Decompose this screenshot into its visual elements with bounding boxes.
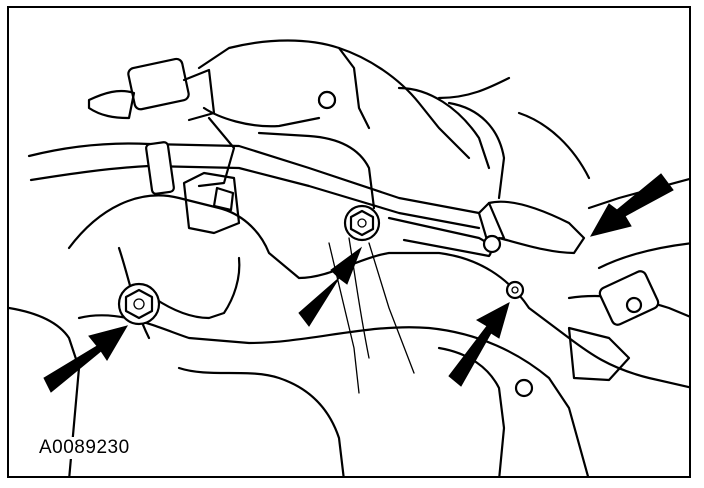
throttle-cable xyxy=(27,116,586,258)
center-bolt xyxy=(343,204,381,242)
callout-arrow-center-bolt xyxy=(298,246,363,327)
lower-right-bolt xyxy=(514,378,534,398)
engine-line-drawing xyxy=(9,39,689,476)
small-nut xyxy=(505,280,525,300)
bolts xyxy=(117,90,534,398)
figure-frame: A0089230 xyxy=(7,6,691,478)
figure-id-label: A0089230 xyxy=(37,437,132,459)
callout-arrow-left-bolt xyxy=(43,325,129,393)
callout-arrow-cable-end xyxy=(589,173,674,237)
throttle-body-bolt xyxy=(317,90,337,110)
left-lower-bolt xyxy=(117,282,161,326)
callout-arrows xyxy=(43,173,674,393)
callout-arrow-small-nut xyxy=(448,302,510,387)
